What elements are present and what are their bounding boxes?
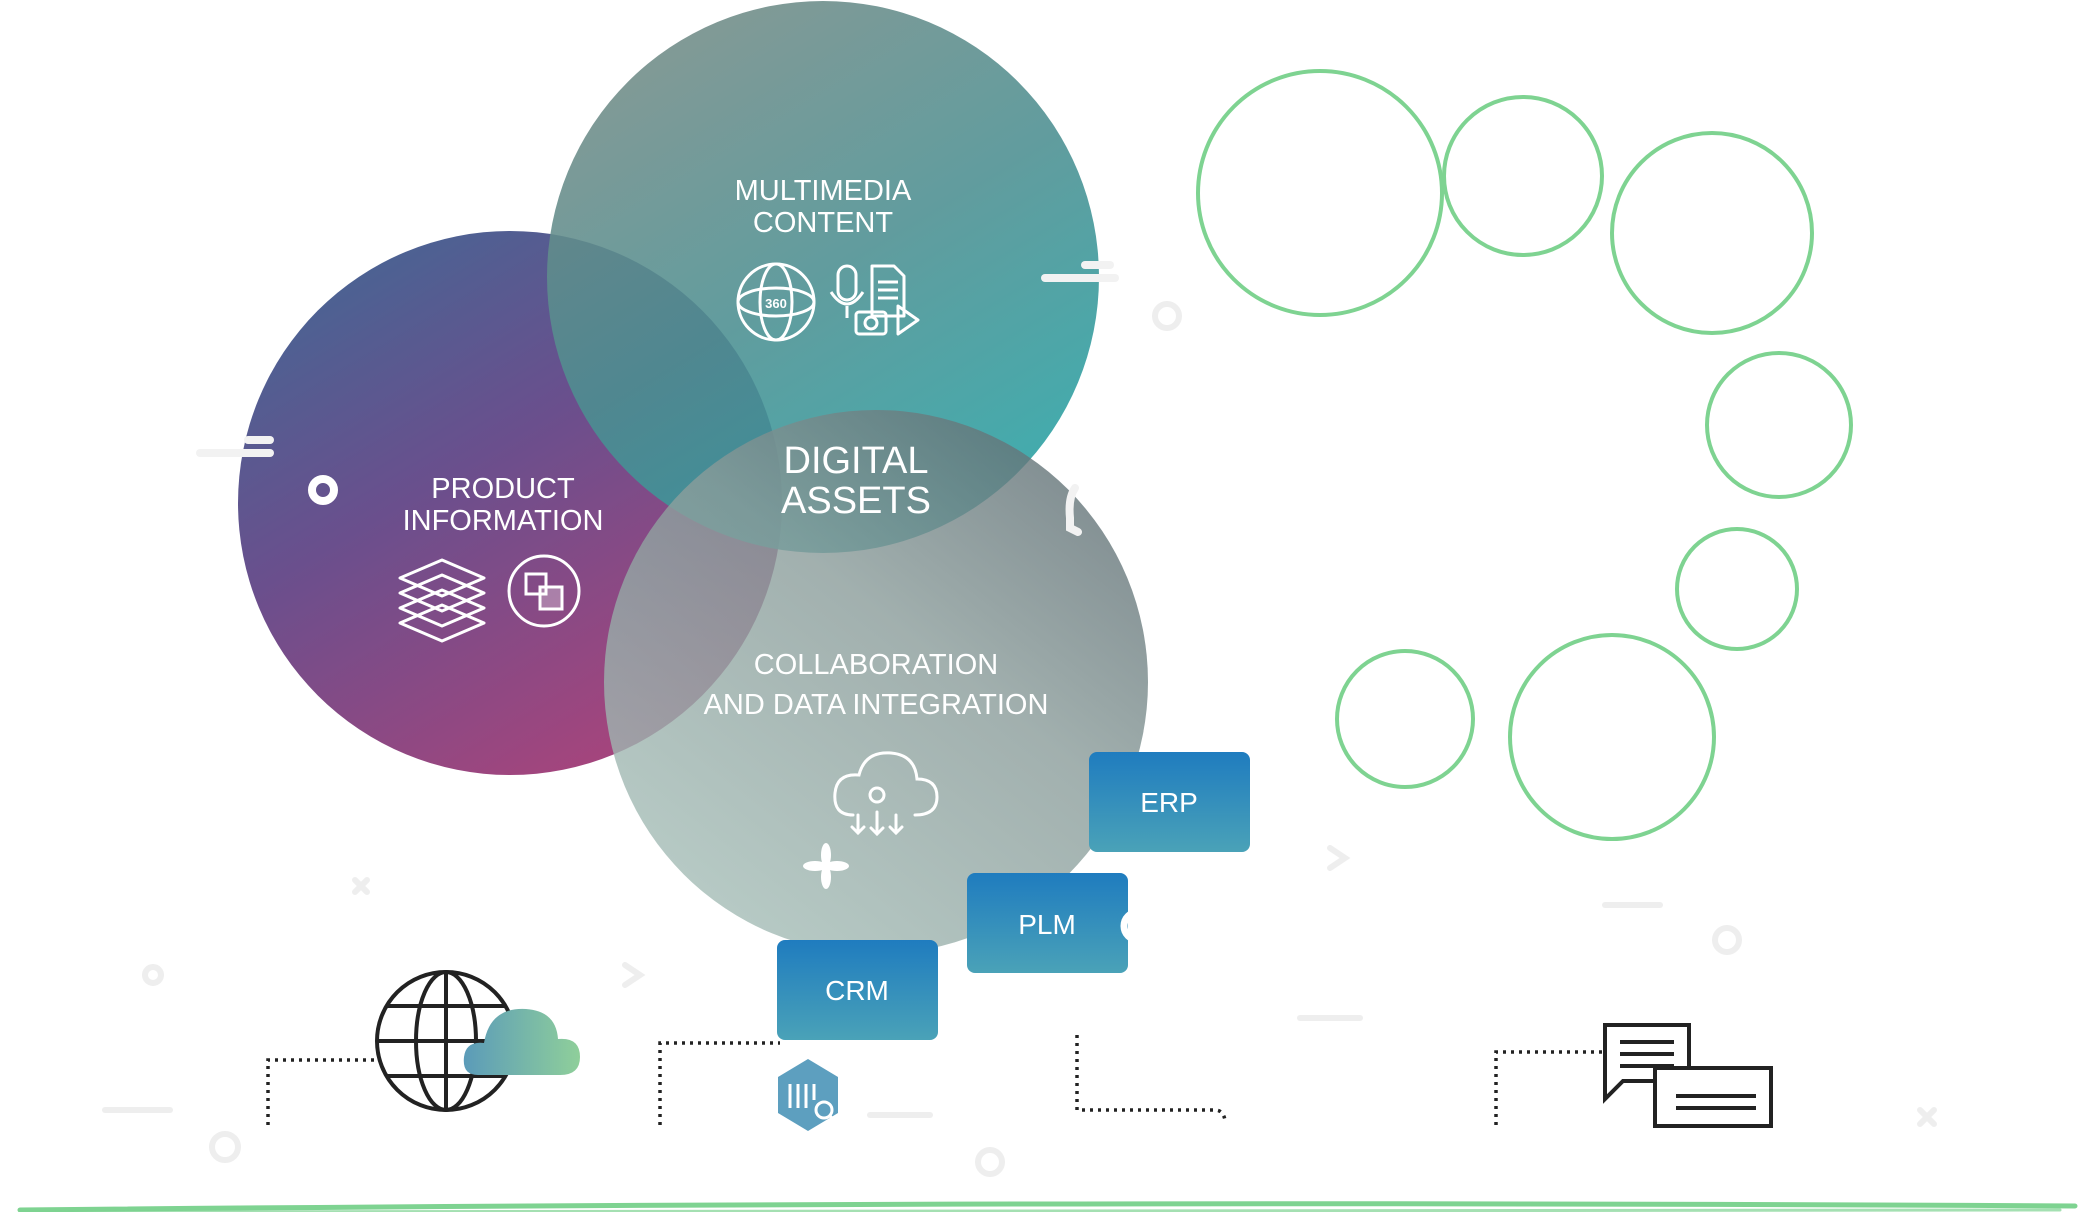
cloud-icon [463,1008,580,1075]
center-title-line1: DIGITAL [784,440,929,482]
green-circle-cluster [1196,69,1853,841]
bottom-green-line [17,1201,2078,1212]
crm-label: CRM [825,975,889,1006]
erp-box [1089,752,1250,852]
center-title-line2: ASSETS [781,480,931,522]
product-title-line2: INFORMATION [403,505,604,537]
sphere-360-icon [736,262,816,342]
plm-label: PLM [1018,909,1076,940]
translate-icon [507,554,581,628]
layers-icon [398,558,486,643]
sparkle-icon [803,843,849,889]
multimedia-title-line2: CONTENT [753,207,893,239]
media-files-icon [829,264,920,336]
collaboration-title-line1: COLLABORATION [754,649,998,681]
background-decorations [102,301,1937,1177]
cloud-sync-icon [833,751,939,837]
documents-icon [1603,1023,1773,1128]
circle-dash-marks [196,261,1119,536]
collaboration-title-line2: AND DATA INTEGRATION [704,689,1049,721]
plm-box [967,873,1128,973]
crm-box [777,940,938,1040]
dotted-connectors [266,1035,1605,1125]
multimedia-title-line1: MULTIMEDIA [735,175,912,207]
erp-label: ERP [1140,787,1198,818]
collaboration-circle [604,410,1148,954]
multimedia-content-circle [547,1,1099,553]
barcode-search-icon [778,1059,838,1131]
dot-marker [308,475,338,505]
product-title-line1: PRODUCT [431,473,575,505]
sphere-360-badge: 360 [765,296,787,311]
plm-connector-marker [1120,908,1139,944]
